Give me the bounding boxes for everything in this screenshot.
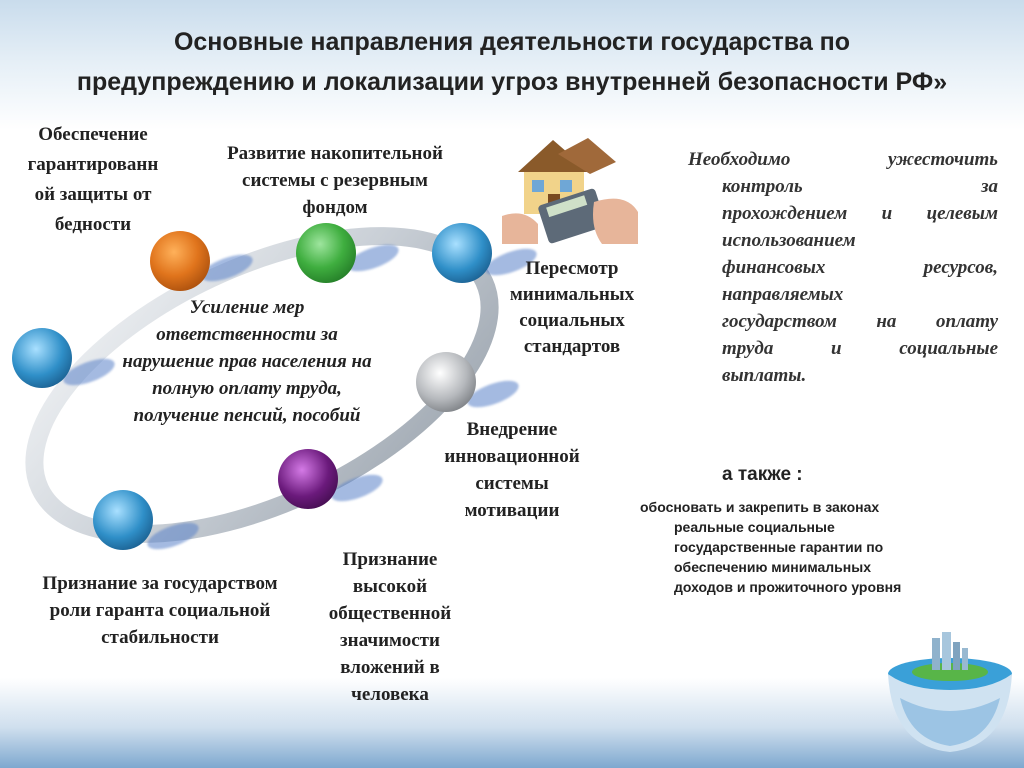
note-line: государством на оплату: [722, 311, 998, 332]
label-line: полную оплату труда,: [152, 378, 342, 399]
label-line: Развитие накопительной: [227, 143, 443, 164]
label-line: Внедрение: [466, 419, 558, 440]
label-line: системы с резервным: [242, 170, 428, 191]
label-line: минимальных: [509, 284, 635, 305]
header-background: [0, 0, 1024, 130]
label-line: стандартов: [523, 336, 621, 357]
label-line: ответственности за: [156, 324, 338, 345]
control-note: Необходимо ужесточить контроль за прохож…: [688, 146, 998, 389]
blue-sphere-left: [12, 328, 72, 388]
silver-sphere: [416, 352, 476, 412]
note-line: направляемых: [722, 284, 844, 305]
label-poverty-protection: Обеспечение гарантированн ой защиты от б…: [10, 120, 176, 240]
label-line: человека: [351, 684, 429, 705]
label-line: системы: [475, 473, 549, 494]
label-line: общественной: [328, 603, 452, 624]
label-accumulative-system: Развитие накопительной системы с резервн…: [200, 140, 470, 221]
label-line: гарантированн: [27, 154, 159, 175]
blue-sphere-bottom: [93, 490, 153, 550]
orange-sphere: [150, 231, 210, 291]
house-calculator-illustration: [498, 132, 642, 244]
also-heading: а также :: [722, 464, 803, 485]
note-line: использованием: [722, 230, 856, 251]
label-line: ой защиты от: [34, 184, 152, 205]
label-line: роли гаранта социальной: [49, 600, 271, 621]
note-line: труда и социальные: [722, 338, 998, 359]
label-innovation-motivation: Внедрение инновационной системы мотиваци…: [426, 416, 598, 524]
label-human-investment: Признание высокой общественной значимост…: [306, 546, 474, 708]
note-line: контроль за: [722, 176, 998, 197]
note-line: финансовых ресурсов,: [722, 257, 998, 278]
also-line: государственные гарантии по: [674, 539, 884, 555]
purple-sphere: [278, 449, 338, 509]
label-line: получение пенсий, пособий: [133, 405, 361, 426]
label-state-guarantor: Признание за государством роли гаранта с…: [12, 570, 308, 651]
title-line-2: предупреждению и локализации угроз внутр…: [76, 68, 948, 96]
label-social-standards: Пересмотр минимальных социальных стандар…: [494, 256, 650, 360]
globe-city-illustration: [888, 632, 1012, 752]
also-list: обосновать и закрепить в законах реальны…: [640, 497, 940, 597]
note-line: Необходимо ужесточить: [688, 149, 998, 170]
label-line: нарушение прав населения на: [122, 351, 372, 372]
label-line: вложений в: [340, 657, 440, 678]
label-line: Пересмотр: [525, 258, 619, 279]
also-line: доходов и прожиточного уровня: [674, 579, 902, 595]
label-line: мотивации: [464, 500, 560, 521]
footer-background: [0, 678, 1024, 768]
label-responsibility: Усиление мер ответственности за нарушени…: [92, 294, 402, 429]
blue-sphere-top-right: [432, 223, 492, 283]
also-line: обеспечению минимальных: [674, 559, 871, 575]
label-line: Усиление мер: [189, 297, 305, 318]
title-line-1: Основные направления деятельности госуда…: [173, 28, 851, 56]
label-line: значимости: [340, 630, 440, 651]
label-line: высокой: [352, 576, 428, 597]
note-line: прохождением и целевым: [722, 203, 998, 224]
label-line: Признание: [342, 549, 438, 570]
label-line: стабильности: [101, 627, 219, 648]
label-line: Обеспечение: [38, 124, 148, 145]
also-line: реальные социальные: [674, 519, 835, 535]
label-line: бедности: [54, 214, 132, 235]
label-line: Признание за государством: [42, 573, 278, 594]
green-sphere: [296, 223, 356, 283]
also-line: обосновать и закрепить в законах: [640, 499, 880, 515]
page-title: Основные направления деятельности госуда…: [40, 22, 984, 102]
label-line: фондом: [302, 197, 368, 218]
label-line: социальных: [519, 310, 625, 331]
label-line: инновационной: [444, 446, 580, 467]
note-line: выплаты.: [722, 365, 807, 386]
